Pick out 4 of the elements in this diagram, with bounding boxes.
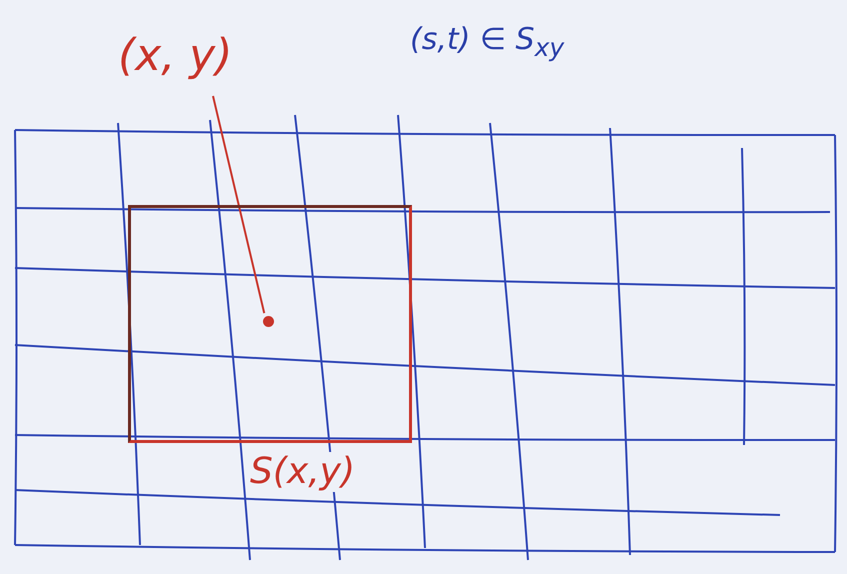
leader-line bbox=[212, 96, 266, 314]
point-label: (x, y) bbox=[118, 30, 288, 96]
point-marker bbox=[263, 316, 274, 327]
set-membership-label: (s,t) ∈ S$_{xy}$ bbox=[410, 22, 564, 62]
